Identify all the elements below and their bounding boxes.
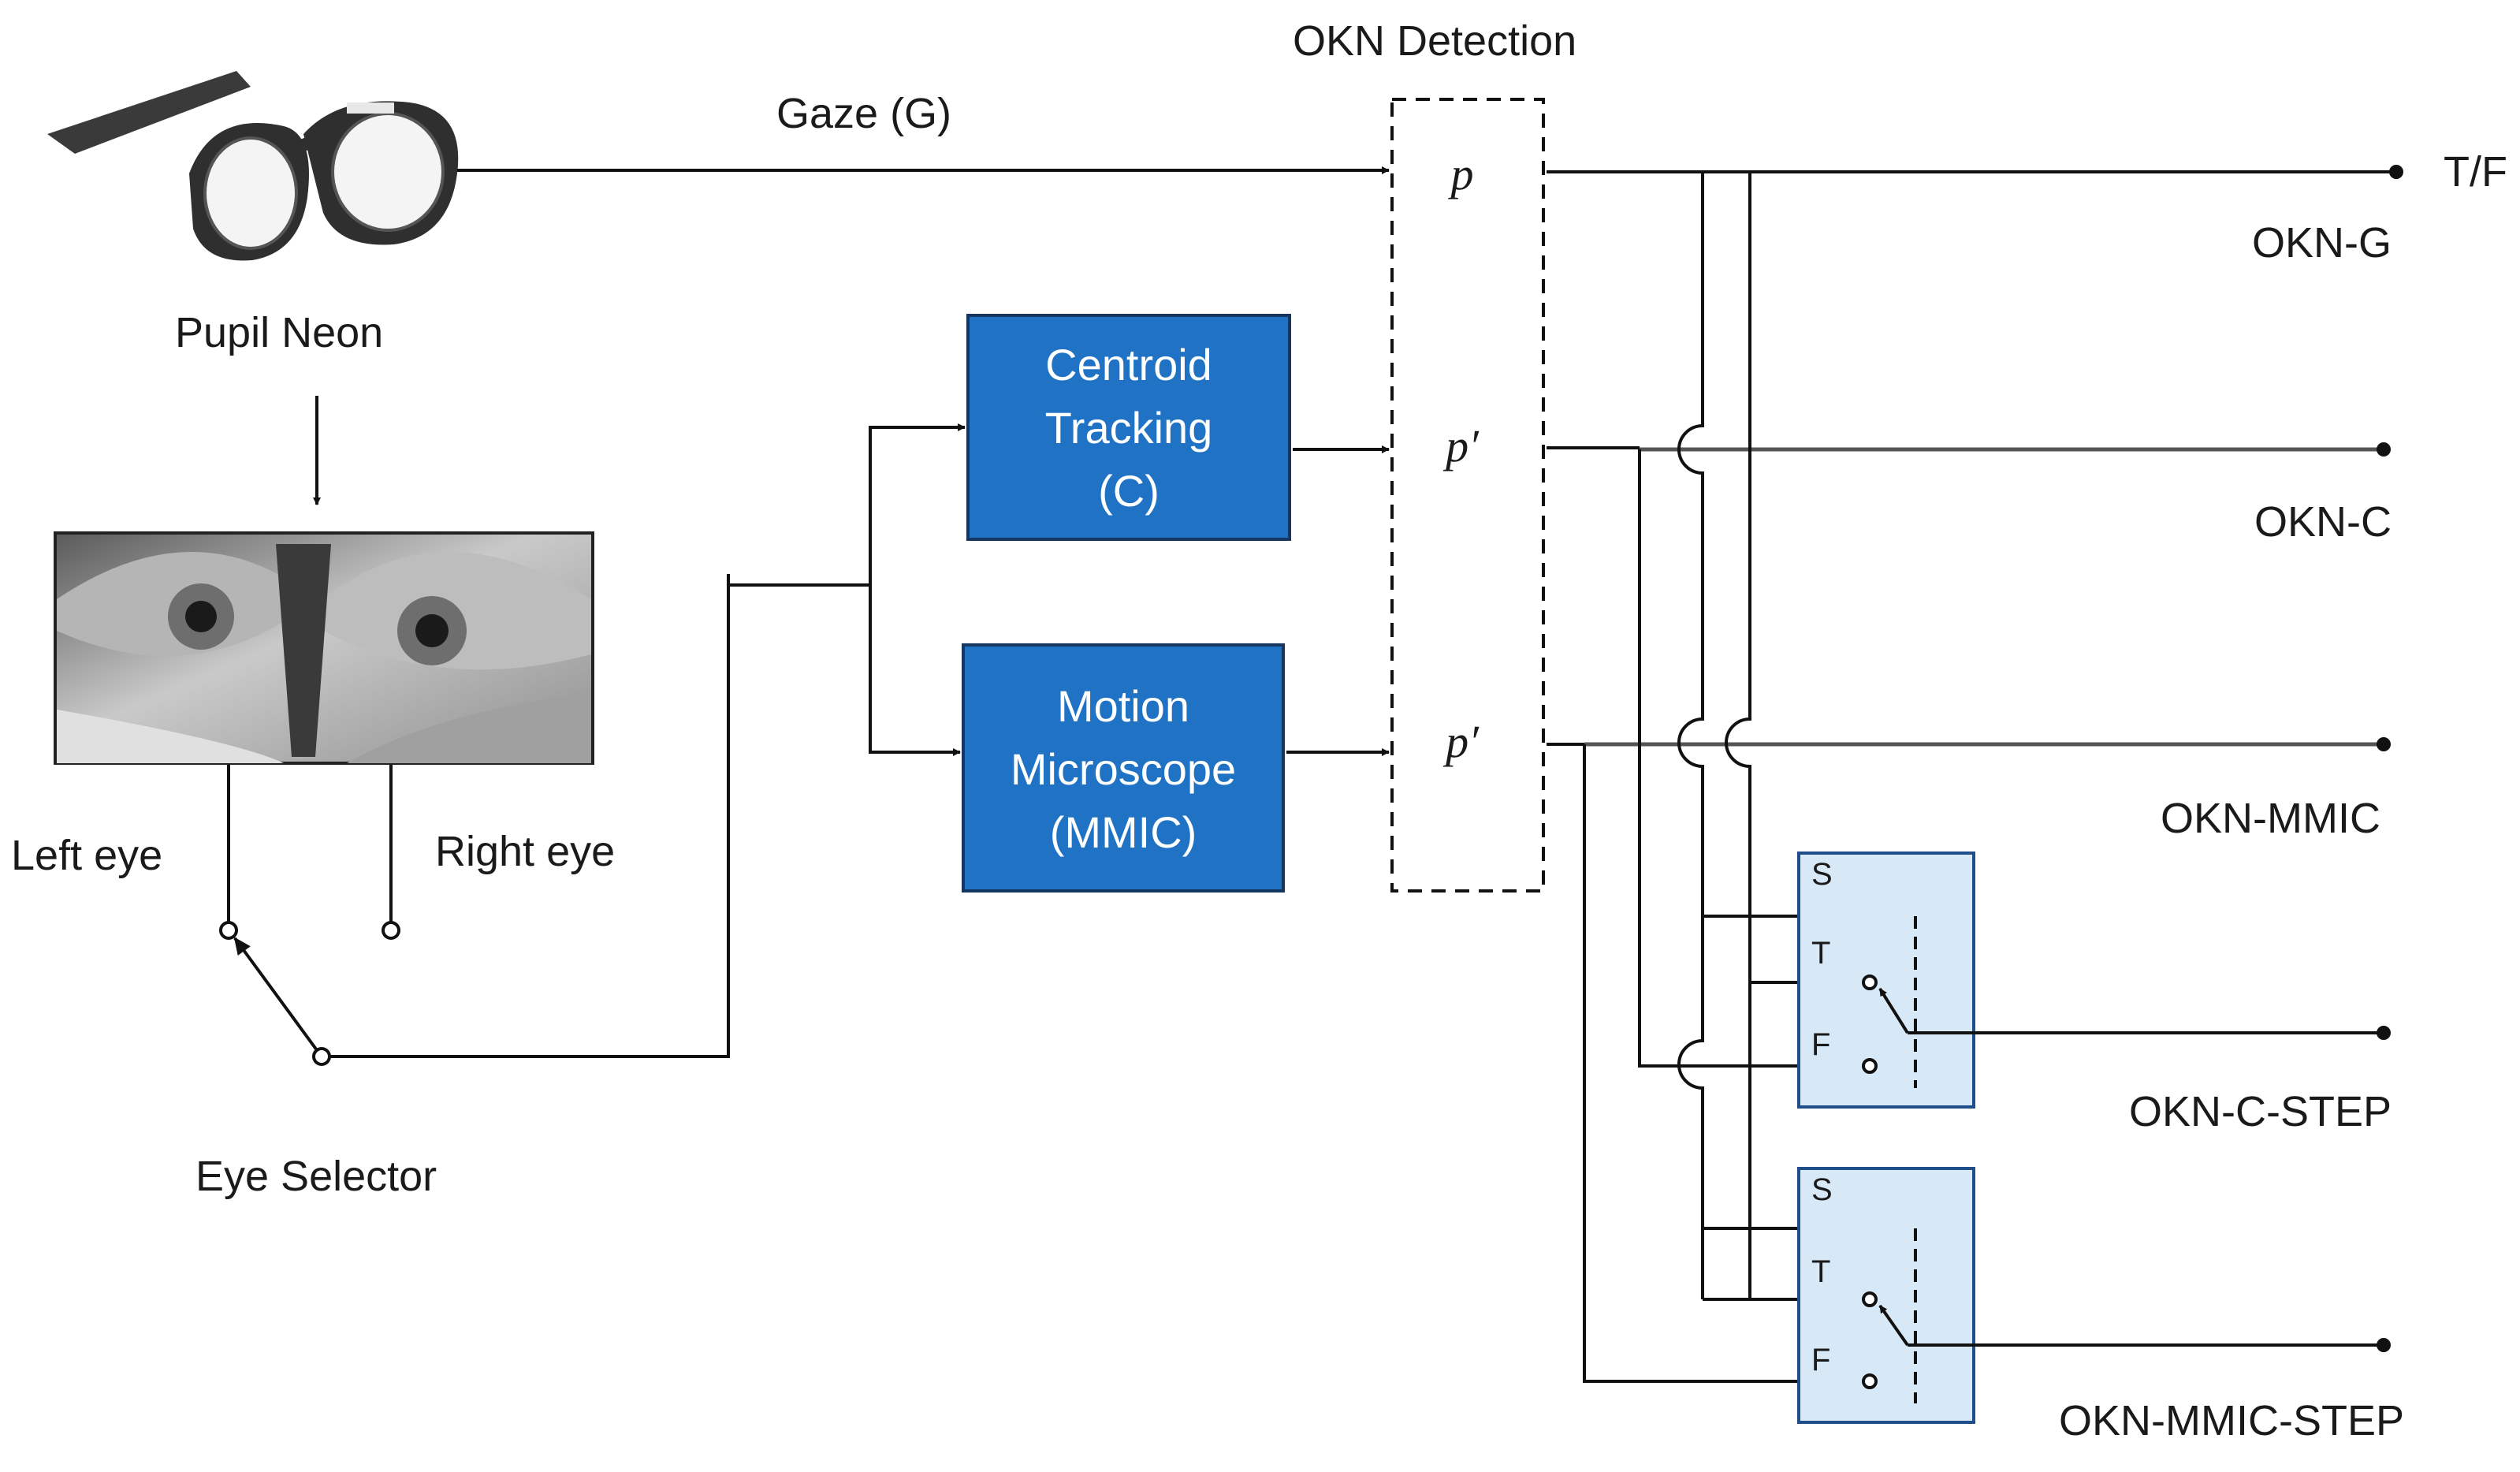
switch-c-f-label: F	[1811, 1027, 1830, 1062]
switch-mmic-t-label: T	[1811, 1254, 1830, 1289]
mmic-line-1: Motion	[1057, 681, 1189, 731]
eye-selector-label: Eye Selector	[195, 1153, 437, 1200]
centroid-line-2: Tracking	[1045, 403, 1213, 453]
switch-c-s-label: S	[1811, 857, 1833, 892]
centroid-line-3: (C)	[1098, 466, 1159, 516]
input-wiring	[219, 166, 1390, 1066]
eyeglasses-icon	[47, 71, 459, 261]
detector-input-gaze: p	[1448, 148, 1474, 199]
step-switch-c: S T F	[1797, 852, 2391, 1109]
output-tf-label: T/F	[2444, 148, 2507, 196]
device-label: Pupil Neon	[175, 309, 383, 356]
detector-input-mmic: p′	[1442, 716, 1480, 767]
centroid-tracking-block: Centroid Tracking (C)	[966, 314, 1291, 541]
switch-mmic-s-label: S	[1811, 1172, 1833, 1207]
mmic-line-3: (MMIC)	[1050, 807, 1197, 857]
switch-c-t-label: T	[1811, 936, 1830, 971]
okn-detection-box: p p′ p′	[1390, 98, 1545, 893]
output-wiring	[1547, 165, 2403, 1383]
left-eye-label: Left eye	[11, 832, 162, 879]
right-eye-label: Right eye	[435, 828, 615, 875]
output-okn-g: OKN-G	[2252, 219, 2392, 266]
okn-detection-title: OKN Detection	[1293, 17, 1576, 65]
centroid-line-1: Centroid	[1045, 340, 1212, 389]
output-okn-mmic: OKN-MMIC	[2161, 795, 2380, 842]
eye-camera-image	[54, 531, 594, 765]
step-switch-mmic: S T F	[1797, 1167, 2391, 1424]
detector-input-centroid: p′	[1442, 420, 1480, 471]
output-okn-c-step: OKN-C-STEP	[2129, 1088, 2392, 1135]
output-okn-mmic-step: OKN-MMIC-STEP	[2059, 1397, 2404, 1444]
switch-mmic-f-label: F	[1811, 1343, 1830, 1377]
motion-microscope-block: Motion Microscope (MMIC)	[962, 643, 1285, 893]
output-okn-c: OKN-C	[2254, 498, 2392, 546]
gaze-label: Gaze (G)	[776, 90, 951, 137]
mmic-line-2: Microscope	[1011, 744, 1236, 794]
